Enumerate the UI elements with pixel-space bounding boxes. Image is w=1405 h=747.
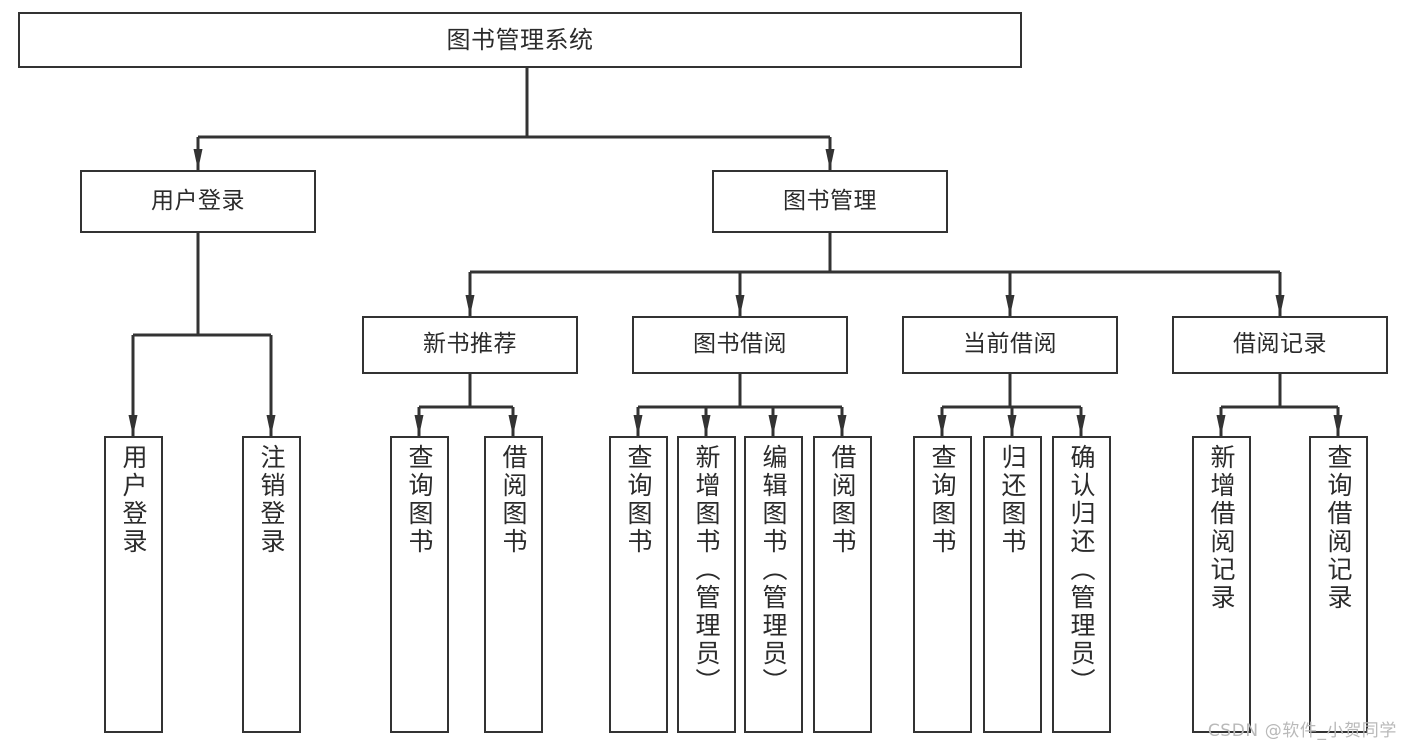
- node-current-borrow: 当前借阅: [902, 316, 1118, 374]
- arrow-icon-root-to-level1-0: [193, 149, 203, 170]
- node-leaf-confirm: 确认归还（管理员）: [1052, 436, 1111, 733]
- node-label: 新增借阅记录: [1207, 444, 1236, 612]
- arrow-icon-bookmanage-to-level2-3: [1275, 295, 1285, 316]
- arrow-icon-userlogin-to-leaves-1: [266, 415, 276, 436]
- arrow-icon-bookmanage-to-level2-2: [1005, 295, 1015, 316]
- node-leaf-borrow-1: 借阅图书: [484, 436, 543, 733]
- arrow-icon-bookmanage-to-level2-1: [735, 295, 745, 316]
- node-label: 查询图书: [405, 444, 434, 556]
- node-leaf-return: 归还图书: [983, 436, 1042, 733]
- node-label: 确认归还（管理员）: [1067, 444, 1096, 696]
- node-label: 归还图书: [998, 444, 1027, 556]
- arrow-icon-newbookrec-to-leaves-1: [508, 415, 518, 436]
- node-leaf-user-login: 用户登录: [104, 436, 163, 733]
- node-leaf-query-2: 查询图书: [609, 436, 668, 733]
- node-label: 用户登录: [151, 187, 245, 214]
- watermark-text: CSDN @软件_小贺同学: [1207, 721, 1397, 741]
- arrow-icon-bookborrow-to-leaves-0: [633, 415, 643, 436]
- arrow-icon-bookborrow-to-leaves-1: [701, 415, 711, 436]
- node-new-book-rec: 新书推荐: [362, 316, 578, 374]
- node-root: 图书管理系统: [18, 12, 1022, 68]
- arrow-icon-bookmanage-to-level2-0: [465, 295, 475, 316]
- arrow-icon-userlogin-to-leaves-0: [128, 415, 138, 436]
- node-leaf-query-1: 查询图书: [390, 436, 449, 733]
- node-leaf-add-book: 新增图书（管理员）: [677, 436, 736, 733]
- node-label: 用户登录: [119, 444, 148, 556]
- node-label: 查询图书: [928, 444, 957, 556]
- node-borrow-record: 借阅记录: [1172, 316, 1388, 374]
- node-leaf-borrow-2: 借阅图书: [813, 436, 872, 733]
- arrow-icon-currentborrow-to-leaves-0: [937, 415, 947, 436]
- arrow-icon-currentborrow-to-leaves-1: [1007, 415, 1017, 436]
- node-label: 借阅图书: [828, 444, 857, 556]
- node-label: 借阅图书: [499, 444, 528, 556]
- arrow-icon-bookborrow-to-leaves-3: [837, 415, 847, 436]
- node-label: 图书借阅: [693, 331, 787, 358]
- node-leaf-logout: 注销登录: [242, 436, 301, 733]
- node-label: 编辑图书（管理员）: [759, 444, 788, 696]
- node-leaf-edit-book: 编辑图书（管理员）: [744, 436, 803, 733]
- node-label: 当前借阅: [963, 331, 1057, 358]
- node-label: 图书管理: [783, 187, 877, 214]
- arrow-icon-currentborrow-to-leaves-2: [1076, 415, 1086, 436]
- arrow-icon-bookborrow-to-leaves-2: [768, 415, 778, 436]
- arrow-icon-root-to-level1-1: [825, 149, 835, 170]
- node-book-manage: 图书管理: [712, 170, 948, 233]
- node-leaf-query-3: 查询图书: [913, 436, 972, 733]
- node-label: 查询图书: [624, 444, 653, 556]
- node-label: 新增图书（管理员）: [692, 444, 721, 696]
- arrow-icon-borrowrecord-to-leaves-0: [1216, 415, 1226, 436]
- node-leaf-query-rec: 查询借阅记录: [1309, 436, 1368, 733]
- arrow-icon-newbookrec-to-leaves-0: [414, 415, 424, 436]
- node-label: 借阅记录: [1233, 331, 1327, 358]
- node-user-login: 用户登录: [80, 170, 316, 233]
- node-label: 注销登录: [257, 444, 286, 556]
- node-leaf-add-rec: 新增借阅记录: [1192, 436, 1251, 733]
- node-label: 图书管理系统: [446, 25, 594, 54]
- node-book-borrow: 图书借阅: [632, 316, 848, 374]
- arrow-icon-borrowrecord-to-leaves-1: [1333, 415, 1343, 436]
- node-label: 新书推荐: [423, 331, 517, 358]
- node-label: 查询借阅记录: [1324, 444, 1353, 612]
